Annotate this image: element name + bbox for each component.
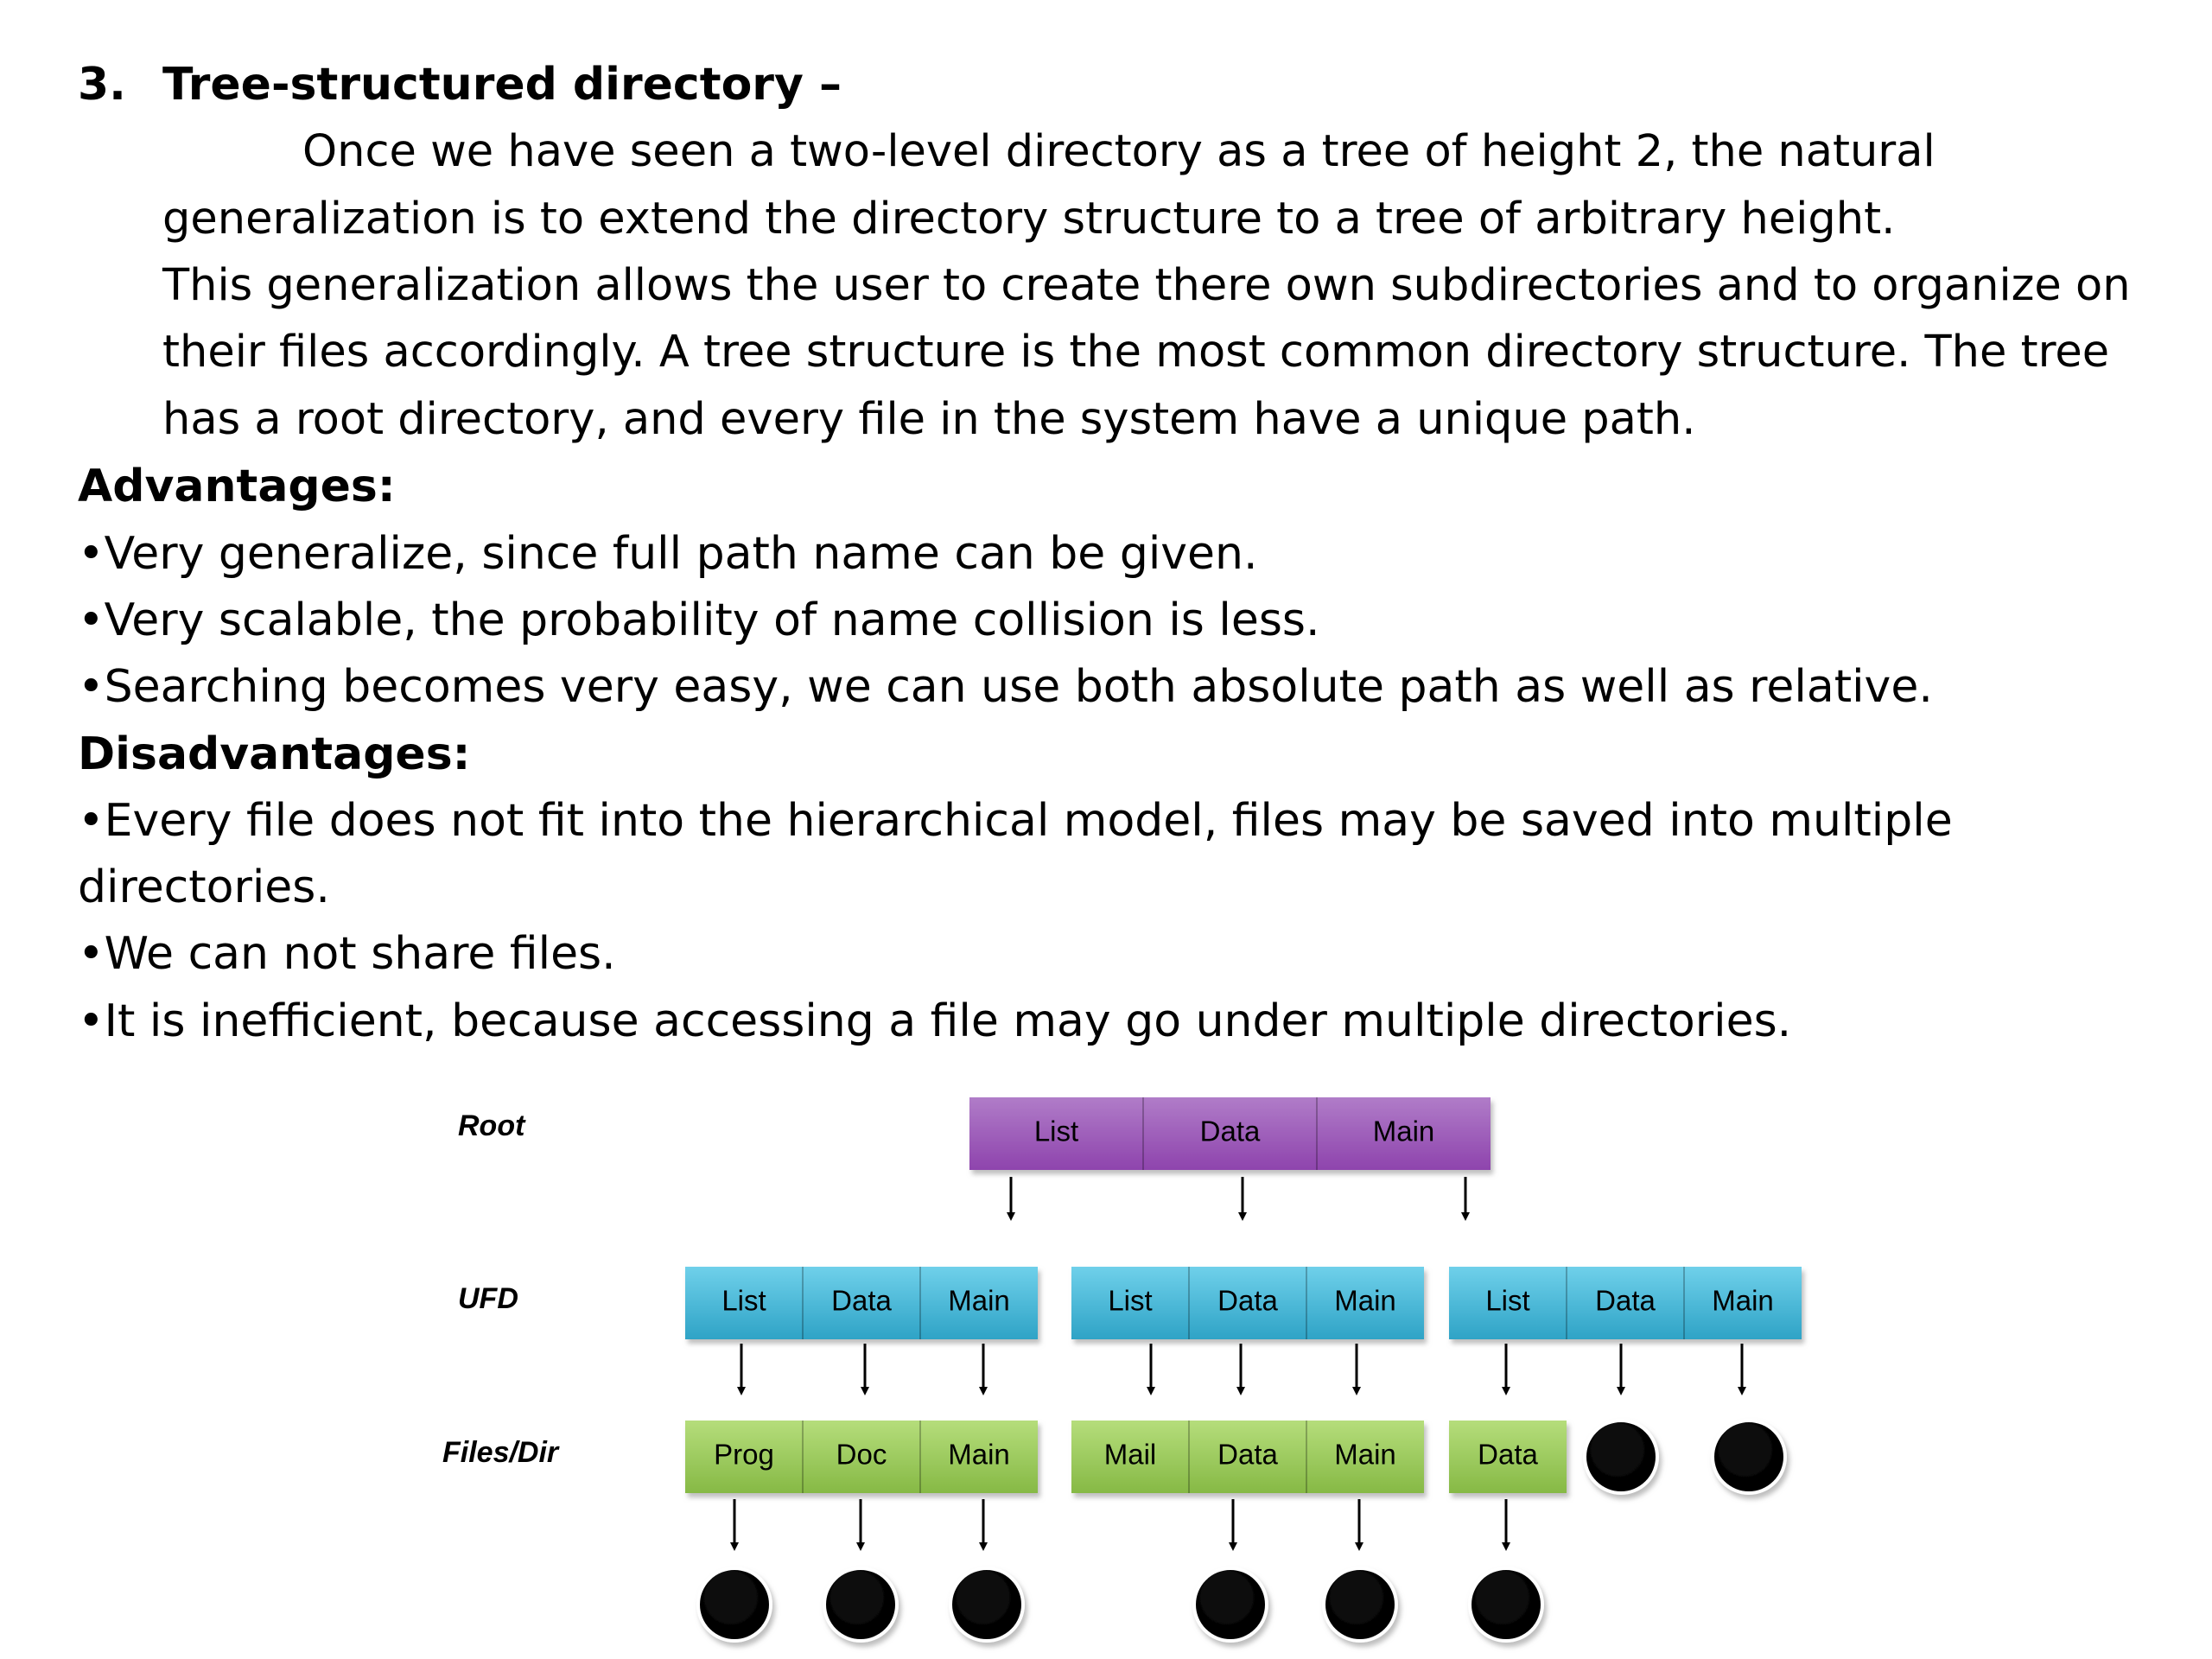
advantage-item: •Very generalize, since full path name c… xyxy=(78,528,1258,580)
ufd-row-cell-label: List xyxy=(1485,1285,1529,1317)
ufd-row-box xyxy=(1071,1267,1424,1339)
ufd-row: List Data Main xyxy=(1071,1267,1424,1339)
file-node-icon xyxy=(696,1567,772,1643)
files-row-box xyxy=(685,1421,1038,1493)
files-row-cell-label: Main xyxy=(1334,1439,1396,1471)
file-node-icon xyxy=(1322,1567,1398,1643)
root-directory-row-box xyxy=(969,1097,1491,1170)
file-node-icon xyxy=(1468,1567,1544,1643)
paragraph-line: Once we have seen a two-level directory … xyxy=(302,126,1936,177)
paragraph-line: generalization is to extend the director… xyxy=(162,194,1896,245)
files-row-cell-label: Data xyxy=(1478,1439,1538,1471)
ufd-row-box xyxy=(685,1267,1038,1339)
files-row-box xyxy=(1071,1421,1424,1493)
paragraph-line: This generalization allows the user to c… xyxy=(162,260,2131,311)
level-label-files: Files/Dir xyxy=(442,1436,560,1469)
files-row: Prog Doc Main xyxy=(685,1421,1038,1493)
section-number: 3. xyxy=(78,59,126,111)
files-row-cell-label: Doc xyxy=(836,1439,887,1471)
ufd-row-cell-label: Data xyxy=(1217,1285,1278,1317)
disadvantage-item: •Every file does not fit into the hierar… xyxy=(78,795,1953,847)
root-directory-row-cell-label: Main xyxy=(1373,1116,1435,1147)
file-node-icon xyxy=(1192,1567,1268,1643)
ufd-row-cell-label: Main xyxy=(948,1285,1010,1317)
files-row-box xyxy=(1449,1421,1567,1493)
files-row-cell-label: Prog xyxy=(714,1439,774,1471)
disadvantage-item: •We can not share files. xyxy=(78,928,616,980)
file-node-icon xyxy=(1711,1419,1787,1495)
ufd-row-cell-label: List xyxy=(721,1285,766,1317)
ufd-row-cell-label: List xyxy=(1108,1285,1152,1317)
level-label-root: Root xyxy=(458,1109,526,1142)
disadvantages-heading: Disadvantages: xyxy=(78,728,471,780)
file-node-icon xyxy=(823,1567,899,1643)
root-directory-row: List Data Main xyxy=(969,1097,1491,1170)
advantage-item: •Very scalable, the probability of name … xyxy=(78,594,1320,646)
ufd-row: List Data Main xyxy=(685,1267,1038,1339)
paragraph-line: has a root directory, and every file in … xyxy=(162,394,1696,445)
files-row: Data xyxy=(1449,1421,1567,1493)
advantage-item: •Searching becomes very easy, we can use… xyxy=(78,661,1933,713)
ufd-row-cell-label: Data xyxy=(831,1285,892,1317)
root-directory-row-cell-label: List xyxy=(1034,1116,1078,1147)
section-title: Tree-structured directory – xyxy=(162,59,842,111)
advantages-heading: Advantages: xyxy=(78,461,396,512)
files-row-cell-label: Main xyxy=(948,1439,1010,1471)
ufd-row-cell-label: Main xyxy=(1712,1285,1774,1317)
disadvantage-item: •It is inefficient, because accessing a … xyxy=(78,995,1792,1047)
root-directory-row-cell-label: Data xyxy=(1200,1116,1261,1147)
files-row-cell-label: Mail xyxy=(1104,1439,1157,1471)
ufd-row-cell-label: Data xyxy=(1595,1285,1656,1317)
ufd-row: List Data Main xyxy=(1449,1267,1802,1339)
files-row-cell-label: Data xyxy=(1217,1439,1278,1471)
level-label-ufd: UFD xyxy=(458,1282,518,1315)
disadvantage-item: directories. xyxy=(78,861,330,913)
ufd-row-box xyxy=(1449,1267,1802,1339)
file-node-icon xyxy=(1583,1419,1659,1495)
paragraph-line: their files accordingly. A tree structur… xyxy=(162,327,2110,378)
file-node-icon xyxy=(949,1567,1025,1643)
files-row: Mail Data Main xyxy=(1071,1421,1424,1493)
ufd-row-cell-label: Main xyxy=(1334,1285,1396,1317)
